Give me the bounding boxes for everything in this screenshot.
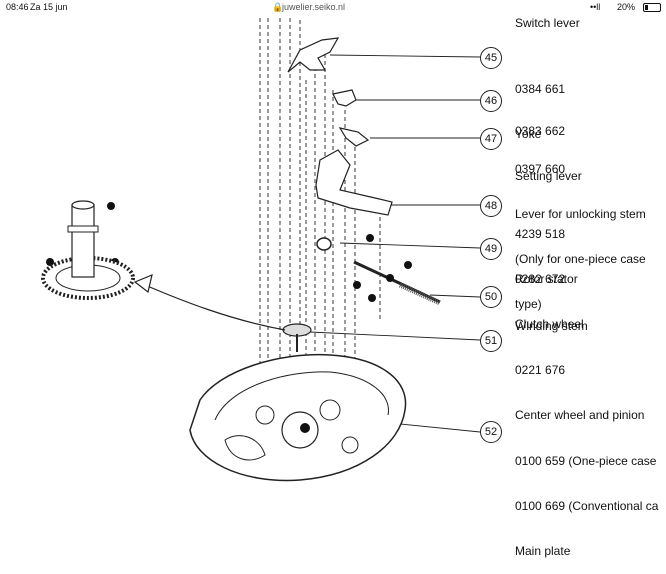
status-date: Za 15 jun (30, 2, 68, 12)
part-48-number: 4239 518 (515, 227, 566, 241)
part-51-number: 0221 676 (515, 363, 566, 377)
part-45-number: 0384 661 (515, 82, 566, 96)
battery-icon (643, 3, 661, 12)
part-51-text: 0221 676 Center wheel and pinion (515, 333, 644, 438)
battery-fill (645, 5, 648, 10)
callout-47: 47 (480, 128, 502, 150)
exploded-diagram (41, 18, 481, 482)
part-49-text: 0282 672 Clutch wheel (515, 242, 584, 347)
part-45-text: 0384 661 Yoke (515, 52, 565, 157)
main-plate-part (189, 353, 407, 482)
status-bar: 08:46 Za 15 jun 🔒 juwelier.seiko.nl ••ll… (0, 0, 666, 16)
setting-lever-part (332, 89, 357, 107)
url-label[interactable]: juwelier.seiko.nl (282, 2, 346, 12)
part-49-number: 0282 672 (515, 272, 566, 286)
switch-lever-label: Switch lever (515, 16, 580, 30)
leader-lines (309, 54, 481, 433)
callout-50: 50 (480, 286, 502, 308)
part-52-number-b: 0100 669 (Conventional ca (515, 499, 659, 513)
unlocking-lever-part (338, 127, 370, 147)
battery-percent: 20% (617, 2, 636, 12)
part-52-name: Main plate (515, 544, 571, 558)
center-wheel-part (282, 323, 312, 352)
part-48-name: Rotor stator (515, 272, 578, 286)
callout-45: 45 (480, 47, 502, 69)
part-46-number: 0383 662 (515, 124, 566, 138)
part-45-name: Yoke (515, 127, 542, 141)
guide-lines (259, 18, 381, 400)
winding-stem-part (353, 260, 442, 306)
part-47-name: Lever for unlocking stem (515, 207, 646, 221)
inset-arrow-head (133, 274, 153, 294)
yoke-part (287, 37, 340, 73)
callout-52: 52 (480, 421, 502, 443)
clutch-wheel-part (316, 237, 332, 251)
inset-arrow (144, 284, 286, 331)
part-52-text: 0100 659 (One-piece case 0100 669 (Conve… (515, 424, 666, 574)
part-47-note-end: type) (515, 297, 542, 311)
callout-48: 48 (480, 195, 502, 217)
part-48-text: 4239 518 Rotor stator (515, 197, 578, 302)
part-46-name: Setting lever (515, 169, 582, 183)
rotor-stator-part (315, 149, 393, 216)
callout-46: 46 (480, 90, 502, 112)
callout-51: 51 (480, 330, 502, 352)
part-49-name: Clutch wheel (515, 317, 584, 331)
part-51-name: Center wheel and pinion (515, 408, 645, 422)
part-47-number: 0397 660 (515, 162, 566, 176)
part-47-note: (Only for one-piece case (515, 252, 646, 266)
part-52-number-a: 0100 659 (One-piece case (515, 454, 657, 468)
lock-icon: 🔒 (272, 2, 284, 12)
center-wheel-inset (41, 200, 135, 300)
status-time: 08:46 (6, 2, 29, 12)
part-50-text: Winding stem (515, 289, 588, 349)
part-50-name: Winding stem (515, 319, 588, 333)
signal-icon: ••ll (590, 2, 601, 12)
part-47-text: 0397 660 Lever for unlocking stem (Only … (515, 132, 646, 327)
part-46-text: 0383 662 Setting lever (515, 94, 582, 199)
callout-49: 49 (480, 238, 502, 260)
